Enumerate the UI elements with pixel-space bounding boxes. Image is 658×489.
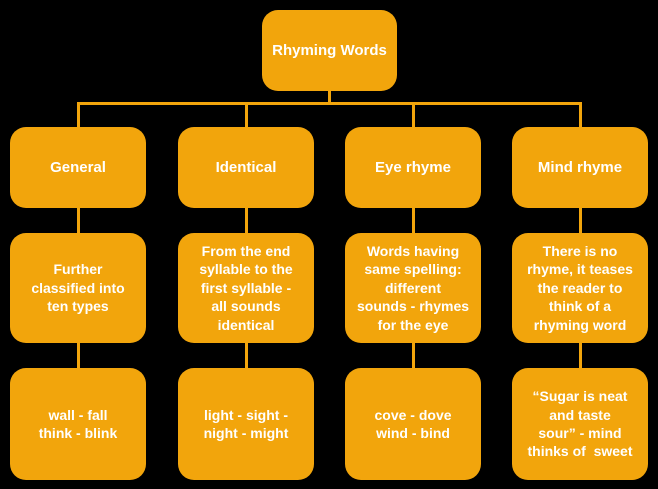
connector-drop-general [77, 102, 80, 127]
root-node-rhyming-words: Rhyming Words [262, 10, 397, 91]
description-node-identical: From the end syllable to the first sylla… [178, 233, 314, 343]
description-node-mind-rhyme: There is no rhyme, it teases the reader … [512, 233, 648, 343]
example-node-general: wall - fall think - blink [10, 368, 146, 480]
connector-eye-rhyme-example [412, 341, 415, 369]
header-node-identical: Identical [178, 127, 314, 208]
connector-identical-example [245, 341, 248, 369]
connector-eye-rhyme-desc [412, 206, 415, 234]
connector-horizontal-bar [77, 102, 582, 105]
connector-general-example [77, 341, 80, 369]
header-node-mind-rhyme: Mind rhyme [512, 127, 648, 208]
example-node-mind-rhyme: “Sugar is neat and taste sour” - mind th… [512, 368, 648, 480]
connector-identical-desc [245, 206, 248, 234]
example-node-identical: light - sight - night - might [178, 368, 314, 480]
connector-drop-mind-rhyme [579, 102, 582, 127]
header-node-general: General [10, 127, 146, 208]
connector-mind-rhyme-desc [579, 206, 582, 234]
connector-drop-identical [245, 102, 248, 127]
example-node-eye-rhyme: cove - dove wind - bind [345, 368, 481, 480]
connector-drop-eye-rhyme [412, 102, 415, 127]
connector-root-stub [328, 89, 331, 103]
description-node-general: Further classified into ten types [10, 233, 146, 343]
connector-general-desc [77, 206, 80, 234]
description-node-eye-rhyme: Words having same spelling: different so… [345, 233, 481, 343]
connector-mind-rhyme-example [579, 341, 582, 369]
header-node-eye-rhyme: Eye rhyme [345, 127, 481, 208]
